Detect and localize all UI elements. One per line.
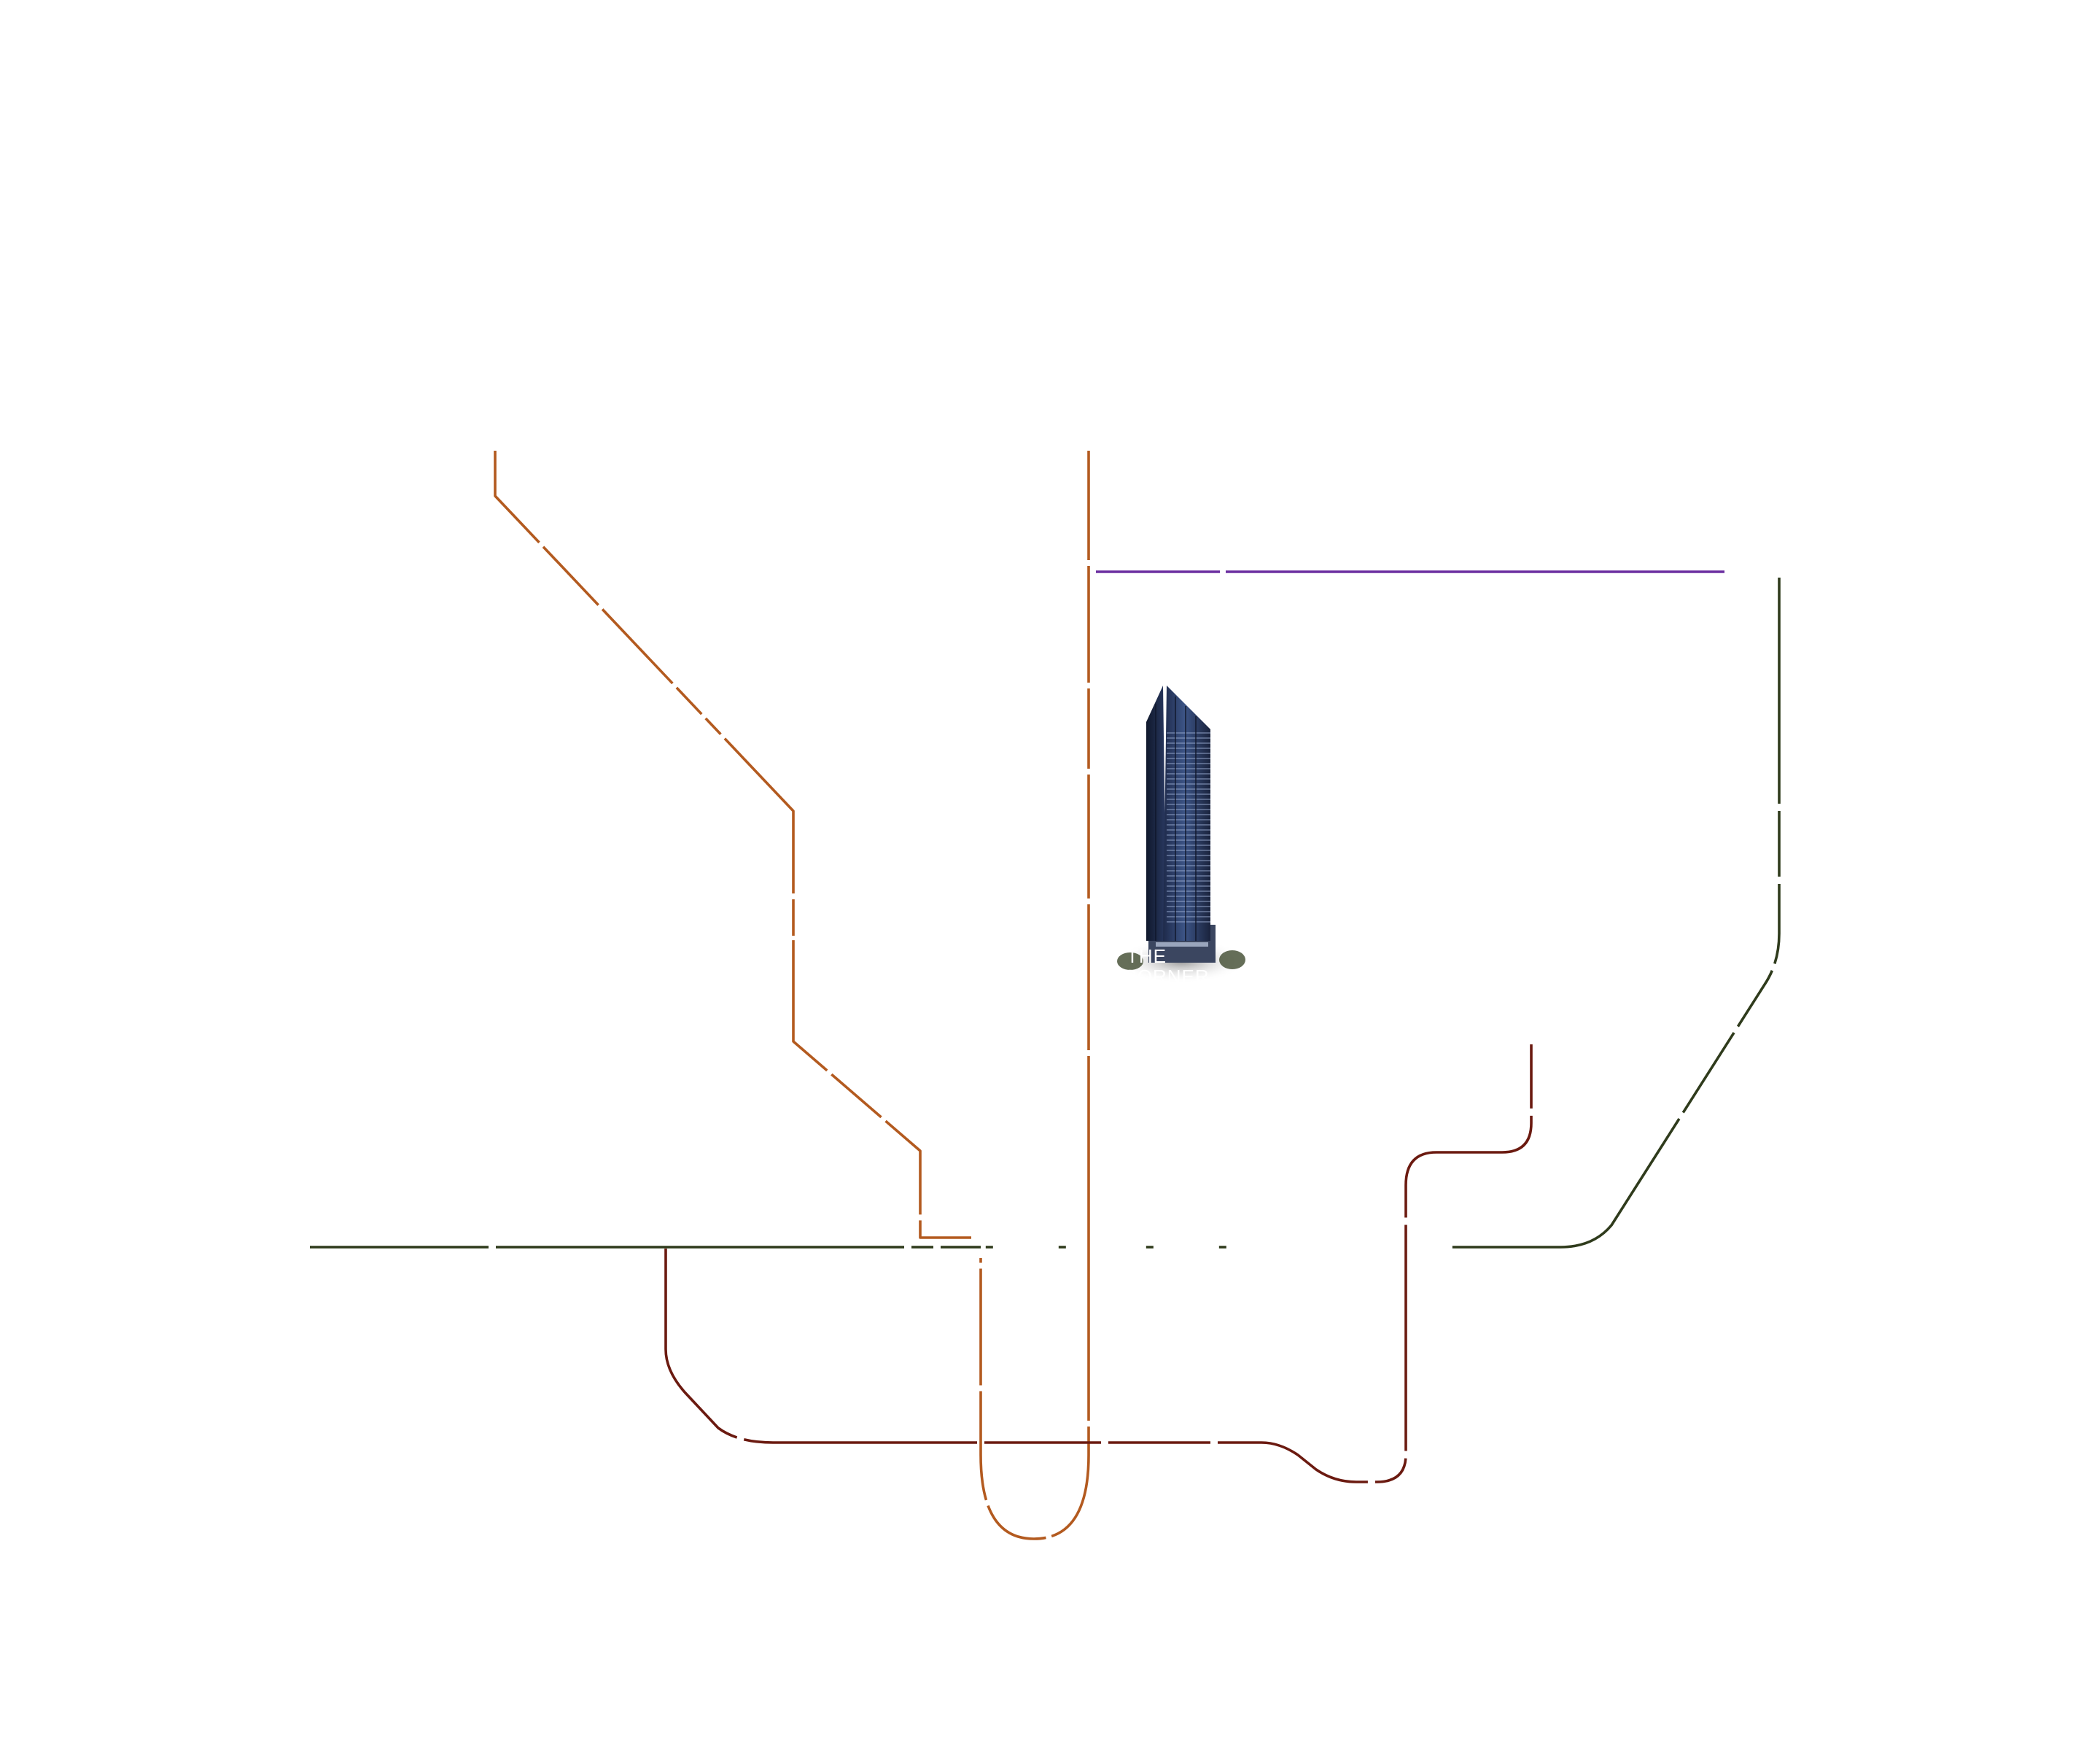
brand-label-line1: THE <box>1127 945 1167 967</box>
transit-line-green-east <box>981 578 1781 1249</box>
building-floor-lines <box>1167 732 1210 923</box>
building-vertical-mullions <box>1155 696 1197 941</box>
transit-line-maroon-loop <box>664 1044 1533 1483</box>
transit-line-orange-northwest <box>494 451 971 1239</box>
brand-label-line2: CORNER <box>1123 966 1210 987</box>
building-illustration: THE CORNER <box>1116 686 1247 987</box>
building-tower-side <box>1146 686 1167 941</box>
transit-line-orange-vertical <box>979 451 1090 1540</box>
building-tower-front <box>1163 686 1210 941</box>
